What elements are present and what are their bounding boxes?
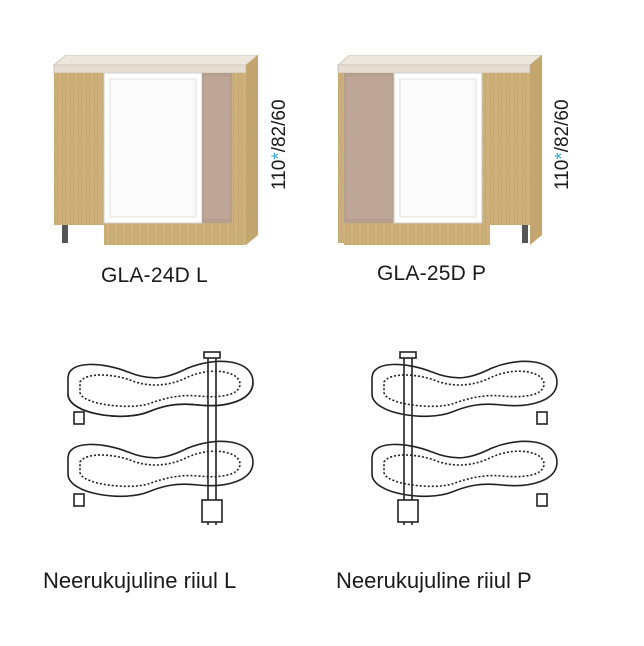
cabinet-image-left — [52, 55, 258, 250]
cabinet-image-right — [336, 55, 542, 250]
rack-label-right: Neerukujuline riiul P — [336, 568, 532, 593]
rack-label-left: Neerukujuline riiul L — [43, 568, 237, 593]
product-code-right: GLA-25D P — [377, 262, 487, 285]
product-code-left: GLA-24D L — [101, 264, 208, 287]
kidney-shelf-image-right — [362, 350, 562, 530]
height-dimension-right: 110*/82/60 — [552, 99, 573, 190]
height-dimension-left: 110*/82/60 — [269, 99, 290, 190]
kidney-shelf-image-left — [58, 350, 258, 530]
